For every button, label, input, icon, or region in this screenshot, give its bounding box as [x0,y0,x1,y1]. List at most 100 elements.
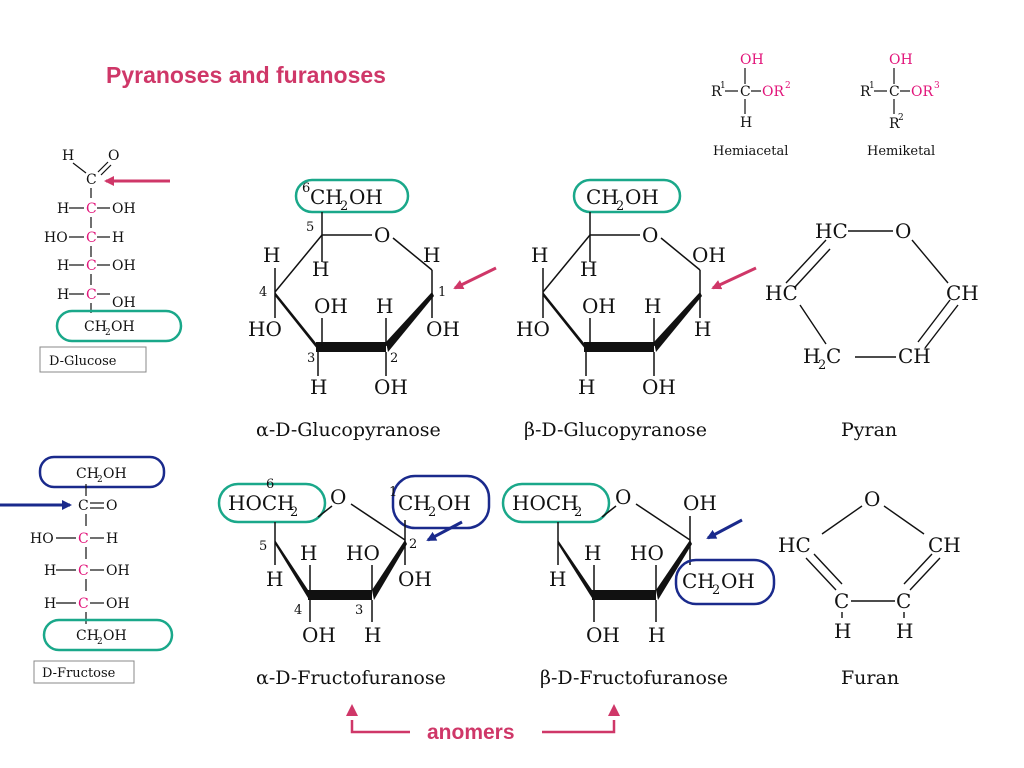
svg-text:H: H [57,258,69,274]
svg-text:H: H [376,294,393,318]
svg-text:C: C [826,344,841,368]
svg-text:C: C [86,258,97,274]
svg-text:CH: CH [682,569,715,593]
anomeric-arrow-alpha-fructose [426,520,463,542]
anomeric-arrow-beta-fructose [706,518,743,540]
svg-text:H: H [106,531,118,547]
svg-text:HO: HO [248,317,282,341]
svg-text:CH: CH [76,628,99,644]
svg-text:CH: CH [898,344,931,368]
svg-text:H: H [57,201,69,217]
anomeric-arrow-alpha-glucose [453,266,497,290]
svg-text:OH: OH [103,628,127,644]
svg-text:O: O [642,223,658,247]
svg-text:O: O [108,148,119,164]
svg-text:2: 2 [390,351,398,366]
svg-text:OH: OH [426,317,460,341]
svg-text:HOCH: HOCH [228,491,295,515]
svg-text:OH: OH [111,319,135,335]
svg-text:2: 2 [818,358,826,373]
svg-text:CH: CH [398,491,431,515]
svg-text:4: 4 [294,603,302,618]
svg-text:R: R [889,116,900,132]
svg-text:OH: OH [692,243,726,267]
svg-text:2: 2 [616,199,624,214]
svg-text:H: H [740,115,752,131]
svg-text:H: H [531,243,548,267]
svg-text:OH: OH [625,185,659,209]
svg-text:5: 5 [259,539,267,554]
svg-text:3: 3 [934,81,940,91]
svg-text:CH: CH [586,185,619,209]
svg-text:HC: HC [778,533,811,557]
page-title: Pyranoses and furanoses [106,62,386,88]
svg-text:2: 2 [428,505,436,520]
svg-text:HO: HO [30,531,54,547]
svg-text:OR: OR [911,84,933,100]
svg-text:6: 6 [302,181,310,196]
svg-text:OH: OH [642,375,676,399]
svg-text:H: H [644,294,661,318]
svg-text:C: C [86,230,97,246]
alpha-fructofuranose-label: α-D-Fructofuranose [256,667,446,689]
svg-text:O: O [374,223,390,247]
svg-text:H: H [549,567,566,591]
svg-text:OH: OH [586,623,620,647]
svg-text:HO: HO [44,230,68,246]
svg-text:OH: OH [112,258,136,274]
svg-text:6: 6 [266,477,274,492]
glucose-label: D-Glucose [49,354,117,369]
svg-text:1: 1 [720,81,726,91]
hemiketal-label: Hemiketal [867,144,935,159]
svg-text:HO: HO [346,541,380,565]
svg-text:2: 2 [409,537,417,552]
svg-text:CH: CH [84,319,107,335]
svg-text:OH: OH [106,563,130,579]
svg-text:R: R [860,84,871,100]
svg-text:OH: OH [721,569,755,593]
svg-text:H: H [584,541,601,565]
svg-text:H: H [694,317,711,341]
svg-text:H: H [263,243,280,267]
svg-text:OH: OH [302,623,336,647]
svg-text:O: O [106,498,117,514]
svg-text:3: 3 [355,603,363,618]
fructose-label: D-Fructose [42,666,116,681]
svg-text:H: H [803,344,820,368]
svg-text:2: 2 [97,475,103,485]
svg-text:H: H [112,230,124,246]
svg-text:1: 1 [438,285,446,300]
svg-text:OH: OH [314,294,348,318]
svg-text:C: C [834,589,849,613]
svg-text:C: C [889,84,900,100]
svg-text:H: H [648,623,665,647]
svg-text:OH: OH [437,491,471,515]
svg-text:C: C [86,172,97,188]
svg-text:C: C [86,201,97,217]
beta-glucopyranose-label: β-D-Glucopyranose [524,419,707,441]
svg-text:OR: OR [762,84,784,100]
svg-text:2: 2 [97,637,103,647]
hemiacetal-label: Hemiacetal [713,144,788,159]
svg-text:H: H [364,623,381,647]
svg-text:H: H [834,619,851,643]
svg-text:H: H [896,619,913,643]
svg-text:C: C [740,84,751,100]
svg-text:5: 5 [306,220,314,235]
svg-text:2: 2 [340,199,348,214]
svg-text:1: 1 [869,81,875,91]
svg-text:HC: HC [815,219,848,243]
svg-text:1: 1 [389,485,397,500]
svg-text:OH: OH [582,294,616,318]
alpha-glucopyranose-label: α-D-Glucopyranose [256,419,441,441]
svg-text:H: H [44,596,56,612]
